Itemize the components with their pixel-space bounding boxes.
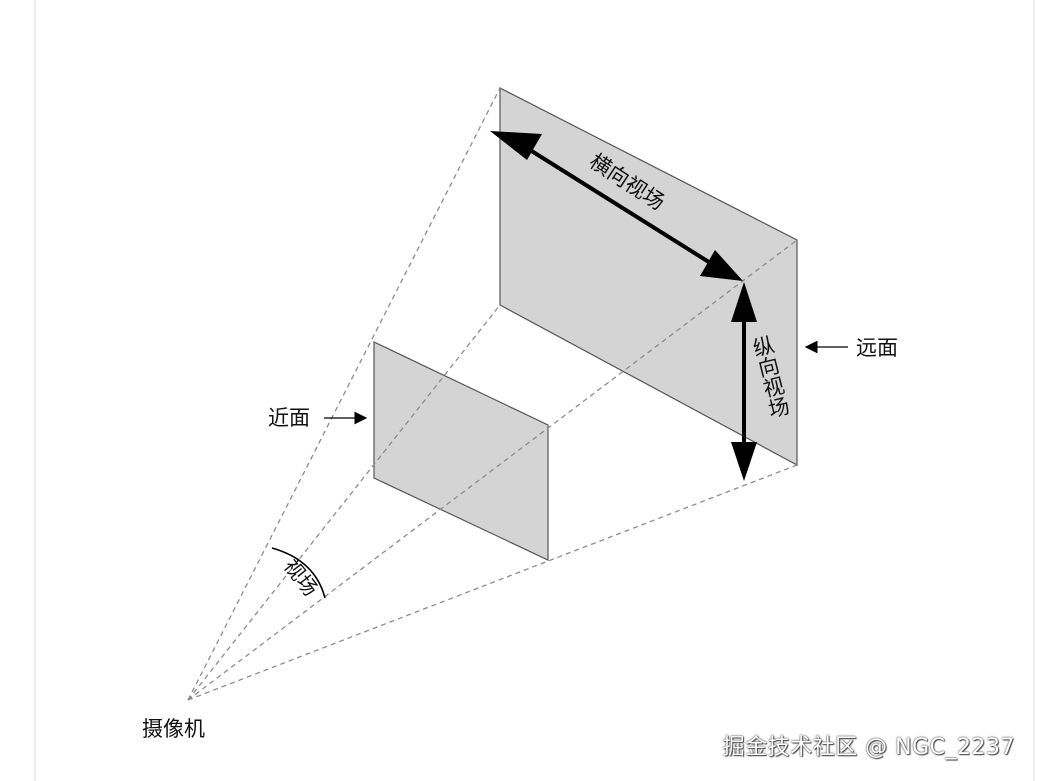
far-plane-label: 远面	[856, 336, 898, 360]
near-plane	[373, 341, 549, 561]
fov-arc	[271, 547, 326, 599]
vertical-fov-arrow	[731, 282, 757, 481]
horizontal-fov-arrow	[490, 131, 743, 281]
far-plane	[499, 87, 798, 467]
right-panel-border	[1033, 0, 1035, 781]
left-panel-border	[34, 0, 36, 781]
frustum-edge-top-left	[187, 87, 501, 701]
camera-label: 摄像机	[142, 717, 205, 741]
near-plane-label: 近面	[268, 406, 310, 430]
watermark: 掘金技术社区 @ NGC_2237	[722, 735, 1015, 760]
frustum-edge-bottom-left	[187, 304, 501, 701]
frustum-edge-bottom-right	[187, 464, 798, 701]
frustum-edge-top-right	[187, 239, 798, 701]
frustum-edges	[187, 87, 798, 701]
